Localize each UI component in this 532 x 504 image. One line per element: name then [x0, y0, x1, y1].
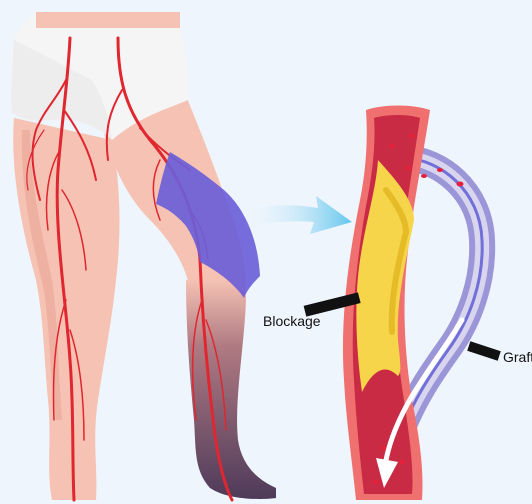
blockage-label: Blockage — [263, 313, 321, 329]
transition-arrow-icon — [244, 196, 352, 234]
vessel-detail — [343, 106, 482, 501]
graft-label: Graft — [503, 349, 532, 365]
graft-pointer — [467, 341, 501, 360]
